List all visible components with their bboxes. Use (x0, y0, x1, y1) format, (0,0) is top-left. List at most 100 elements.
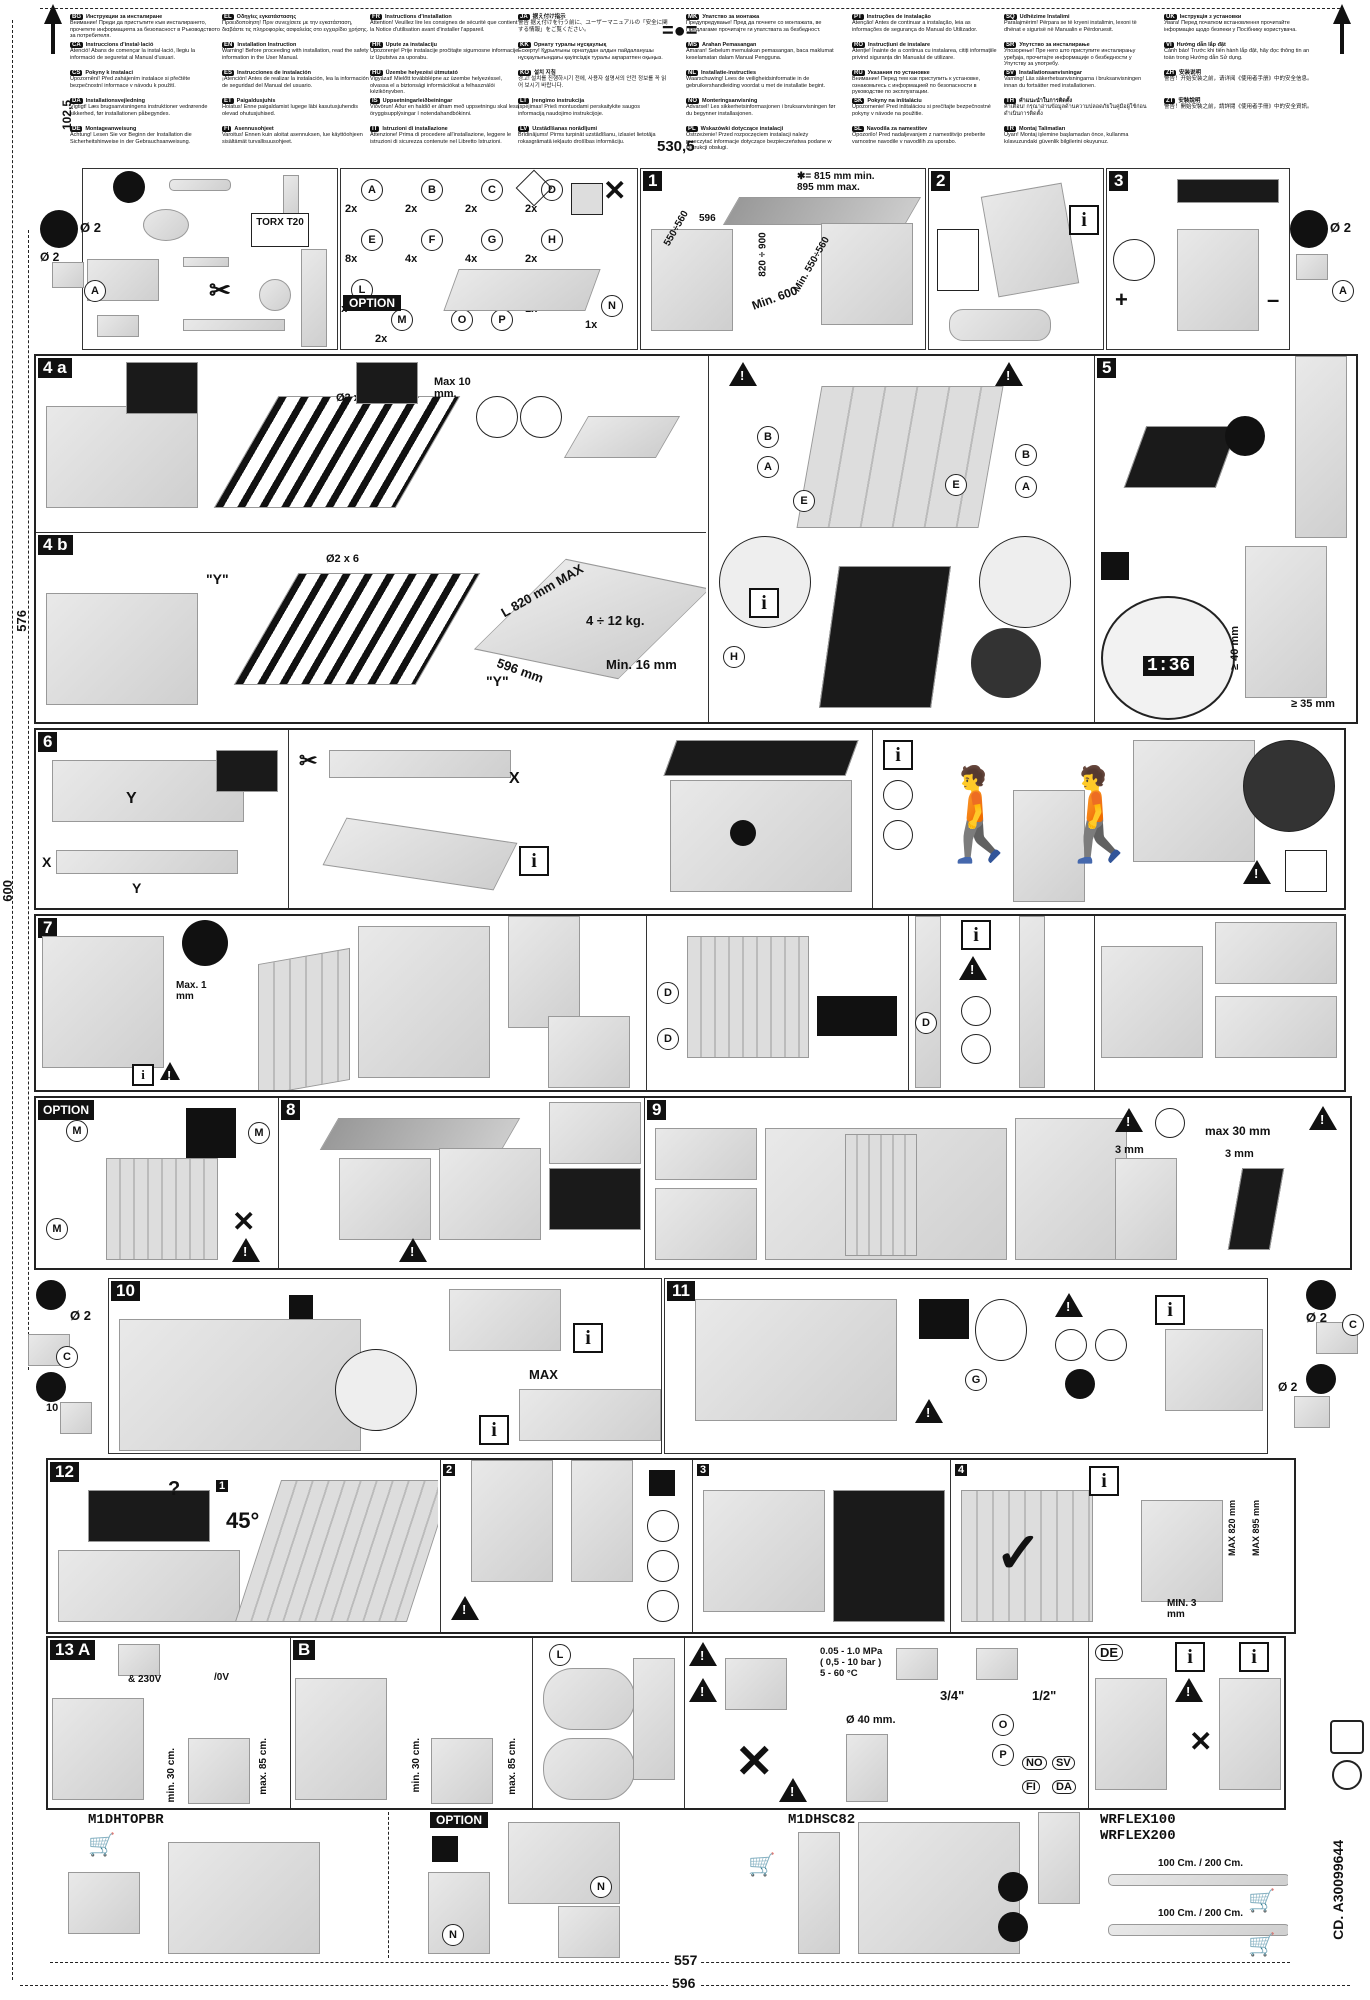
language-title: Paigaldusjuhis (236, 98, 276, 104)
language-code: UK (1164, 14, 1177, 21)
minus-icon: – (1267, 287, 1280, 312)
language-code: SL (852, 126, 864, 133)
language-code: ZT (1164, 98, 1176, 105)
arrow-up-icon (44, 4, 62, 24)
language-title: Asennusohjeet (234, 126, 274, 132)
language-warning: Upozornenie! Pred inštaláciou si prečíta… (852, 104, 991, 117)
hole-diameter-label: Ø 2 (80, 220, 101, 235)
info-icon: i (1089, 1466, 1119, 1496)
black-square-icon (289, 1295, 313, 1319)
language-warning: Įspėjimas! Prieš montuodami perskaitykit… (518, 104, 640, 117)
step-ref-4: 4 (955, 1464, 968, 1476)
warning-icon (689, 1678, 717, 1702)
step-number: 13 A (50, 1640, 96, 1660)
language-title: Upute za instalaciju (385, 42, 438, 48)
template-sheet (322, 817, 518, 891)
language-warning: Увага! Перед початком встановлення прочи… (1164, 20, 1297, 33)
language-code: PL (686, 126, 698, 133)
part-G-icon: G (481, 229, 503, 251)
no-hand-icon (647, 1510, 679, 1542)
language-code: NL (686, 70, 698, 77)
language-title: Installationsanvisningar (1019, 70, 1082, 76)
template-sheet (443, 269, 601, 311)
language-code: MK (686, 14, 700, 21)
template-sheet (563, 416, 681, 458)
language-warning: Προειδοποίηση! Πριν συνεχίσετε με την εγ… (222, 20, 369, 33)
language-title: Instruccions d'instal·lació (85, 42, 154, 48)
language-title: Упутство за инсталирање (1019, 42, 1090, 48)
step-12-3-panel: 3 (692, 1460, 948, 1632)
language-warning: Atenção! Antes de continuar a instalação… (852, 20, 978, 33)
step-number: 2 (931, 171, 951, 191)
part-H-quantity: 2x (525, 253, 538, 265)
part-P-icon: P (491, 309, 513, 331)
measure-detail (1141, 1500, 1223, 1602)
step-10-panel: 10 i MAX i (108, 1278, 662, 1454)
step-number: 5 (1097, 358, 1117, 378)
step-number: 4 b (38, 535, 73, 555)
socket-icon (118, 1644, 160, 1676)
warning-icon (995, 362, 1023, 386)
language-code: EL (222, 14, 234, 21)
language-code: MS (686, 42, 699, 49)
worktop-black (1177, 179, 1279, 203)
step-13b-panel: B min. 30 cm. max. 85 cm. (290, 1638, 530, 1808)
black-dot-icon (1225, 416, 1265, 456)
language-code: IS (370, 98, 380, 105)
language-warning: Atenció! Abans de començar la instal·lac… (70, 48, 196, 61)
part-A-icon: A (1332, 280, 1354, 302)
hose-clamp-2 (543, 1738, 635, 1800)
question-icon: ? (168, 1478, 181, 1500)
cross-icon: ✕ (1189, 1726, 1213, 1757)
cross-icon: ✕ (232, 1206, 256, 1237)
language-title: Istruzioni di installazione (382, 126, 448, 132)
drill-hole-icon (40, 210, 78, 248)
wall-block (1294, 1396, 1330, 1428)
hose-length-label: 100 Cm. / 200 Cm. (1158, 1858, 1244, 1869)
hinge-detail (979, 536, 1071, 628)
arrow-box (919, 1299, 969, 1339)
warning-icon (160, 1062, 180, 1083)
step-12-4-panel: 4 ✓ i MAX 820 mm MAX 895 mm MIN. 3 mm (950, 1460, 1294, 1632)
cabinet-section (1245, 546, 1327, 698)
ge-35mm-label: ≥ 35 mm (1291, 698, 1335, 710)
valve-detail (1095, 1678, 1167, 1790)
language-code: CA (70, 42, 83, 49)
dishwasher-front (687, 936, 809, 1058)
cart-icon: 🛒 (1248, 1932, 1276, 1957)
language-title: Uppsetningarleiðbeiningar (382, 98, 453, 104)
measuring-tape-icon (97, 315, 139, 337)
cabinet-illustration (821, 223, 913, 325)
language-title: Hướng dẫn lắp đặt (1176, 42, 1226, 48)
bracket-accessory (68, 1872, 140, 1934)
language-code: DE (70, 126, 83, 133)
valve-detail-2 (1219, 1678, 1281, 1790)
zero-volt-label: /0V (214, 1672, 230, 1683)
black-dot-icon (113, 171, 145, 203)
info-icon: i (519, 846, 549, 876)
language-code: EN (222, 42, 235, 49)
part-G-icon: G (965, 1369, 987, 1391)
language-title: 据え付け指示 (532, 14, 566, 20)
width-label: 596 (699, 213, 716, 224)
screwdriver-icon (169, 179, 231, 191)
language-code: LV (518, 126, 530, 133)
language-title: Įrengimo instrukcija (531, 98, 585, 104)
step-3-panel: 3 + – (1106, 168, 1290, 350)
part-B-icon: B (421, 179, 443, 201)
language-title: Указания по установке (867, 70, 930, 76)
pipe (633, 1658, 675, 1780)
language-title: Monteringsanvisning (702, 98, 758, 104)
black-square-icon (432, 1836, 458, 1862)
step-number: 7 (38, 918, 58, 938)
3mm-label-2: 3 mm (1225, 1148, 1254, 1160)
option-label: OPTION (430, 1812, 489, 1828)
door-edge-detail (356, 362, 418, 404)
